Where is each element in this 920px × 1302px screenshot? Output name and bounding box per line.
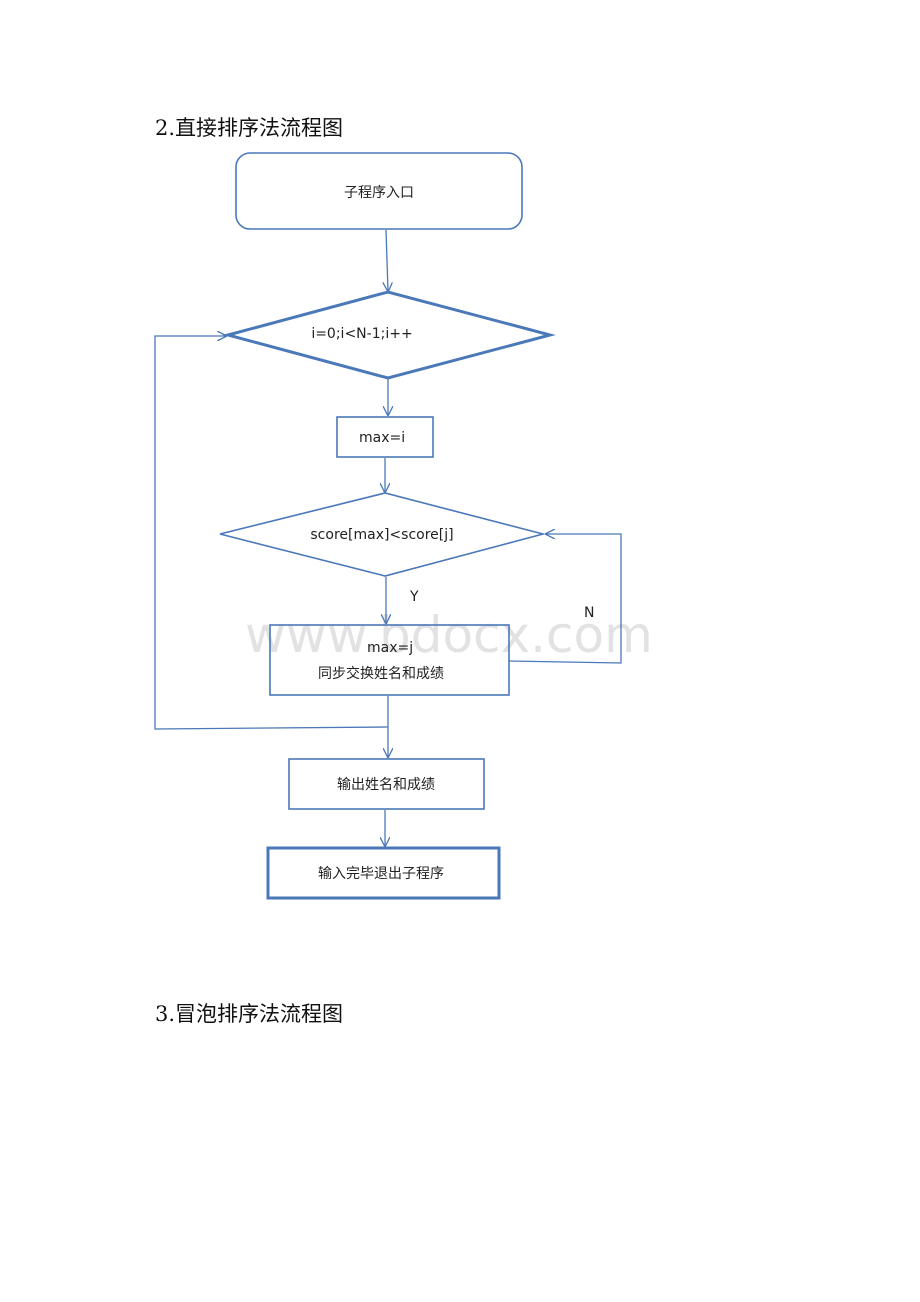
section-heading-direct-sort: 2.直接排序法流程图 — [155, 116, 344, 140]
output-box — [288, 758, 485, 810]
end-box — [266, 846, 501, 900]
compare-condition-label: score[max]<score[j] — [310, 527, 453, 543]
swap-line1-label: max=j — [367, 640, 413, 656]
section-heading-bubble-sort: 3.冒泡排序法流程图 — [155, 1002, 344, 1026]
arrow-no-branch — [508, 534, 622, 664]
swap-line2-label: 同步交换姓名和成绩 — [318, 665, 444, 682]
swap-box — [269, 624, 510, 696]
loop-decision-diamond — [222, 290, 556, 380]
assign-max-label: max=i — [359, 430, 405, 446]
loop-condition-label: i=0;i<N-1;i++ — [311, 326, 412, 342]
start-label: 子程序入口 — [344, 185, 414, 201]
watermark: www.bdocx.com — [245, 606, 653, 664]
no-label: N — [584, 605, 594, 621]
output-label: 输出姓名和成绩 — [337, 777, 435, 793]
start-terminal-box — [235, 152, 523, 230]
assign-max-box — [336, 416, 434, 458]
compare-decision-diamond — [219, 492, 547, 577]
yes-label: Y — [409, 589, 419, 605]
arrow-loop-back — [154, 336, 389, 730]
arrow-start-to-loop — [386, 229, 388, 291]
end-label: 输入完毕退出子程序 — [318, 866, 444, 882]
